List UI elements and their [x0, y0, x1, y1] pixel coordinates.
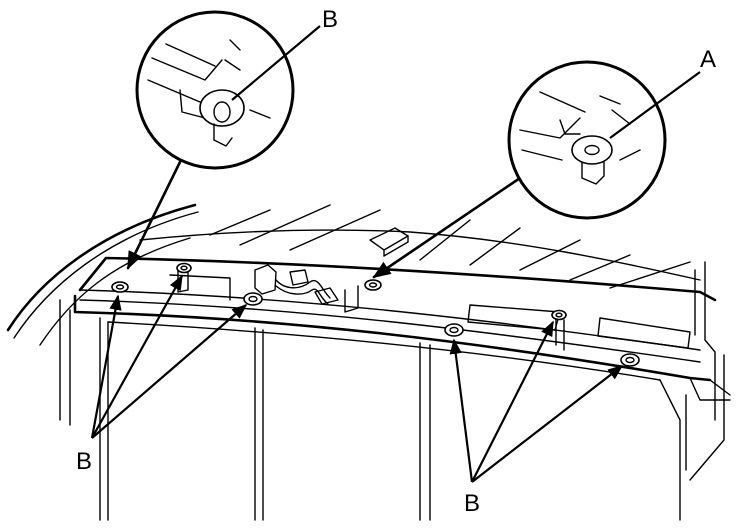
clip-b-5: [551, 309, 567, 351]
callout-b-right-group: B: [464, 490, 481, 517]
detail-view-clip-b: [126, 10, 321, 270]
callout-b-left-group: B: [76, 448, 93, 475]
callout-a-detail: A: [700, 46, 717, 73]
dome-light: [369, 227, 409, 257]
clip-b-6: [620, 353, 640, 367]
clip-b-1: [111, 281, 129, 293]
clip-b-2: [176, 262, 192, 293]
detail-view-clip-a: [372, 60, 701, 279]
clip-b-4: [444, 323, 464, 337]
callout-b-detail: B: [322, 6, 339, 33]
header-clip-locations: [111, 262, 640, 367]
leader-lines-left-group: [90, 274, 248, 439]
wiring-connector: [254, 264, 359, 313]
roof-liner-ribs: [139, 204, 701, 289]
rear-header-trim-panel: [73, 256, 731, 521]
leader-lines-right-group: [449, 320, 624, 483]
clip-a: [364, 279, 382, 291]
vehicle-body-outline: [6, 203, 725, 481]
clip-b-3: [243, 292, 263, 306]
